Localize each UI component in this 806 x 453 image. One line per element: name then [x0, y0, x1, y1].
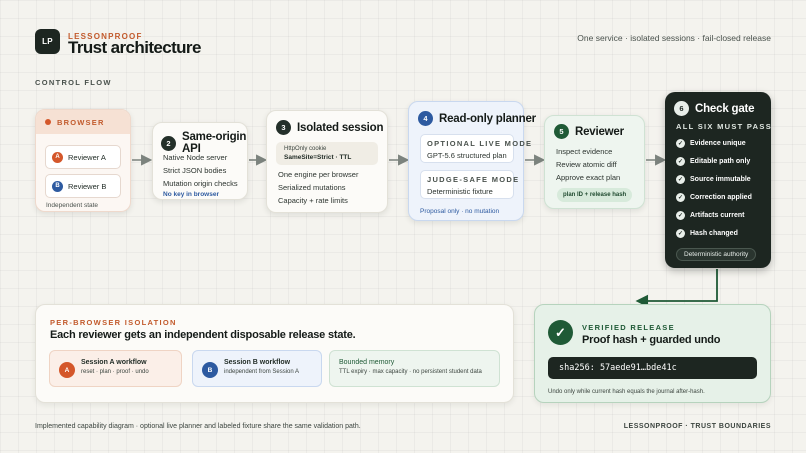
cookie-box: HttpOnly cookie SameSite=Strict · TTL: [276, 142, 378, 165]
brand-kicker: LESSONPROOF: [68, 32, 143, 41]
api-card: 2 Same-origin API Native Node server Str…: [152, 122, 248, 200]
step-badge: 4: [418, 111, 433, 126]
judge-mode-box: JUDGE-SAFE MODE Deterministic fixture: [420, 170, 520, 199]
browser-title: BROWSER: [57, 117, 105, 127]
reviewer-line: Inspect evidence: [556, 147, 613, 156]
live-mode-value: GPT-5.6 structured plan: [427, 151, 507, 160]
session-b-title: Session B workflow: [224, 359, 291, 366]
judge-mode-kicker: JUDGE-SAFE MODE: [427, 175, 520, 184]
planner-card: 4 Read-only planner OPTIONAL LIVE MODE G…: [408, 101, 536, 221]
session-line: Capacity + rate limits: [278, 196, 348, 205]
isolation-kicker: PER-BROWSER ISOLATION: [50, 318, 177, 327]
live-mode-kicker: OPTIONAL LIVE MODE: [427, 139, 533, 148]
gate-check-row: ✓Source immutable: [676, 175, 751, 184]
verified-check-icon: ✓: [548, 320, 573, 345]
gate-check-row: ✓Correction applied: [676, 193, 752, 202]
isolation-title: Each reviewer gets an independent dispos…: [50, 329, 356, 341]
live-mode-box: OPTIONAL LIVE MODE GPT-5.6 structured pl…: [420, 134, 533, 163]
check-icon: ✓: [676, 229, 685, 238]
session-line: Serialized mutations: [278, 183, 346, 192]
browser-dot-icon: [45, 119, 51, 125]
check-icon: ✓: [676, 175, 685, 184]
cookie-label: HttpOnly cookie: [284, 146, 327, 152]
api-line: Mutation origin checks: [163, 179, 238, 188]
api-line: Strict JSON bodies: [163, 166, 227, 175]
reviewer-a-badge: A: [52, 151, 63, 163]
reviewer-a-chip: A Reviewer A: [45, 145, 121, 169]
reviewer-b-label: Reviewer B: [68, 181, 107, 191]
release-kicker: VERIFIED RELEASE: [582, 323, 675, 332]
footer-brand: LESSONPROOF · TRUST BOUNDARIES: [623, 423, 771, 430]
session-b-workflow: B Session B workflow independent from Se…: [192, 350, 322, 387]
planner-title: Read-only planner: [439, 112, 536, 125]
isolation-panel: PER-BROWSER ISOLATION Each reviewer gets…: [35, 304, 514, 403]
check-icon: ✓: [676, 157, 685, 166]
reviewer-pill: plan ID + release hash: [557, 188, 633, 202]
check-icon: ✓: [676, 193, 685, 202]
gate-title: Check gate: [695, 102, 755, 115]
verified-release-card: ✓ VERIFIED RELEASE Proof hash + guarded …: [534, 304, 771, 403]
session-a-sub: reset · plan · proof · undo: [81, 369, 149, 375]
reviewer-b-chip: B Reviewer B: [45, 174, 121, 198]
judge-mode-value: Deterministic fixture: [427, 187, 493, 196]
session-card: 3 Isolated session HttpOnly cookie SameS…: [266, 110, 388, 213]
check-icon: ✓: [676, 211, 685, 220]
api-line: Native Node server: [163, 153, 228, 162]
release-title: Proof hash + guarded undo: [582, 334, 721, 346]
gate-check-row: ✓Hash changed: [676, 229, 738, 238]
memory-title: Bounded memory: [339, 359, 395, 366]
reviewer-card: 5 Reviewer Inspect evidence Review atomi…: [544, 115, 645, 209]
session-a-title: Session A workflow: [81, 359, 147, 366]
check-icon: ✓: [676, 139, 685, 148]
tagline: One service · isolated sessions · fail-c…: [577, 33, 771, 43]
browser-card-header: BROWSER: [36, 110, 130, 134]
planner-note: Proposal only · no mutation: [420, 208, 500, 215]
bounded-memory-box: Bounded memory TTL expiry · max capacity…: [329, 350, 500, 387]
reviewer-line: Approve exact plan: [556, 173, 621, 182]
session-a-badge: A: [59, 362, 75, 378]
section-label: CONTROL FLOW: [35, 78, 112, 87]
reviewer-a-label: Reviewer A: [68, 152, 106, 162]
arrow-gate-to-release: [640, 269, 718, 302]
memory-sub: TTL expiry · max capacity · no persisten…: [339, 369, 482, 375]
release-hash: sha256: 57aede91…bde41c: [548, 357, 757, 379]
cookie-value: SameSite=Strict · TTL: [284, 154, 352, 161]
reviewer-b-badge: B: [52, 180, 63, 192]
browser-note: Independent state: [46, 202, 99, 209]
reviewer-title: Reviewer: [575, 125, 624, 138]
session-title: Isolated session: [297, 121, 384, 134]
step-badge: 5: [554, 124, 569, 139]
step-badge: 2: [161, 135, 176, 151]
gate-pill: Deterministic authority: [676, 248, 757, 261]
api-note: No key in browser: [163, 191, 219, 198]
gate-check-row: ✓Artifacts current: [676, 211, 745, 220]
gate-check-row: ✓Editable path only: [676, 157, 751, 166]
session-a-workflow: A Session A workflow reset · plan · proo…: [49, 350, 182, 387]
reviewer-line: Review atomic diff: [556, 160, 617, 169]
step-badge: 6: [674, 101, 689, 116]
page-title: Trust architecture: [68, 38, 201, 57]
brand-logo: LP: [35, 29, 60, 54]
session-b-sub: independent from Session A: [224, 369, 300, 375]
session-b-badge: B: [202, 362, 218, 378]
api-title: Same-origin API: [182, 131, 247, 155]
check-gate-card: 6 Check gate ALL SIX MUST PASS ✓Evidence…: [665, 92, 771, 268]
browser-card: BROWSER A Reviewer A B Reviewer B Indepe…: [35, 109, 131, 212]
footer-caption: Implemented capability diagram · optiona…: [35, 423, 361, 430]
gate-check-row: ✓Evidence unique: [676, 139, 746, 148]
session-line: One engine per browser: [278, 170, 359, 179]
release-note: Undo only while current hash equals the …: [548, 389, 705, 395]
step-badge: 3: [276, 120, 291, 135]
gate-subtitle: ALL SIX MUST PASS: [676, 122, 772, 131]
